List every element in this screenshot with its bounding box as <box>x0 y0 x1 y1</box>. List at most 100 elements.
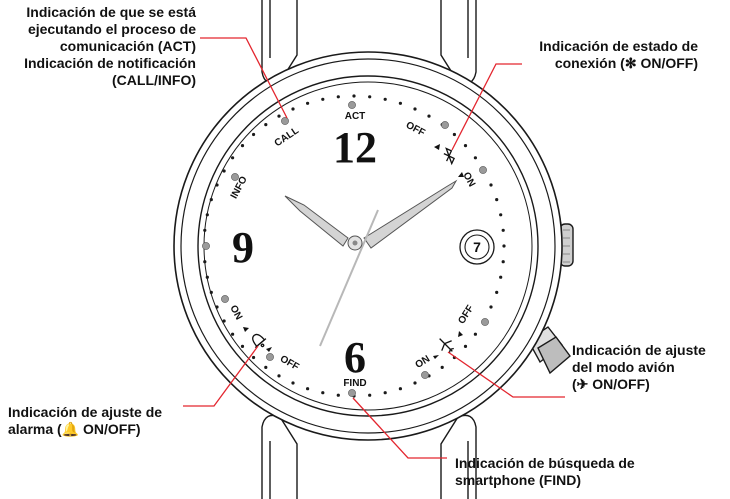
callout-connection: Indicación de estado de conexión (✻ ON/O… <box>500 38 698 72</box>
minute-dot <box>222 319 226 323</box>
indicator-dot-bt-on <box>479 166 487 174</box>
minute-dot <box>291 381 295 385</box>
minute-dot <box>306 101 310 105</box>
minute-dot <box>215 305 219 309</box>
minute-dot <box>336 393 340 397</box>
indicator-dot-find <box>348 389 356 397</box>
minute-dot <box>203 228 207 232</box>
minute-dot <box>209 198 213 202</box>
indicator-dot-info <box>231 173 239 181</box>
leader-lines <box>183 37 565 459</box>
minute-dot <box>368 393 372 397</box>
minute-dot <box>473 156 477 160</box>
indicator-dot-alarm-off <box>266 353 274 361</box>
minute-dot <box>291 107 295 111</box>
minute-dot <box>222 169 226 173</box>
minute-dot <box>473 332 477 336</box>
minute-dot <box>306 387 310 391</box>
watch-case <box>173 51 563 441</box>
minute-dot <box>398 101 402 105</box>
minute-dot <box>501 260 505 264</box>
callout-find: Indicación de búsqueda de smartphone (FI… <box>455 455 655 489</box>
indicator-dot-alarm-on <box>221 295 229 303</box>
minute-dot <box>463 344 468 348</box>
callout-airplane-line3: (✈ ON/OFF) <box>572 376 650 392</box>
minute-dot <box>215 183 219 187</box>
watch-lugs <box>261 0 477 499</box>
minute-dot <box>321 97 325 101</box>
minute-dot <box>413 107 417 111</box>
callout-airplane-line1: Indicación de ajuste <box>572 342 706 358</box>
indicator-dots <box>202 101 489 397</box>
minute-dot <box>352 94 356 98</box>
minute-dot <box>495 290 499 294</box>
callout-act-call-line3: comunicación (ACT) <box>59 38 196 54</box>
bluetooth-icon <box>443 147 455 166</box>
indicator-dot-bt-off <box>441 121 449 129</box>
minute-dot <box>495 198 499 202</box>
minute-dot <box>383 97 387 101</box>
leader-line-connection <box>451 63 522 151</box>
indicator-dot-air-on <box>421 371 429 379</box>
indicator-dot-9 <box>202 242 210 250</box>
callout-act-call-line5: (CALL/INFO) <box>112 72 196 88</box>
callout-alarm-line2: alarma (🔔 ON/OFF) <box>8 421 141 437</box>
minute-dot <box>205 213 209 217</box>
callout-act-call-line4: Indicación de notificación <box>24 55 196 71</box>
minute-dot <box>252 132 256 137</box>
minute-dot <box>240 144 245 148</box>
minute-dot <box>499 275 503 279</box>
leader-line-airplane <box>447 351 565 398</box>
numeral-6: 6 <box>344 333 366 382</box>
minute-dot <box>489 305 493 309</box>
callout-act-call: Indicación de que se está ejecutando el … <box>6 4 196 89</box>
bell-icon <box>252 333 267 349</box>
minute-dot-ring <box>202 94 506 398</box>
minute-dot <box>277 114 281 118</box>
label-find: FIND <box>343 378 366 389</box>
numeral-12: 12 <box>333 123 377 172</box>
callout-find-line1: Indicación de búsqueda de <box>455 455 635 471</box>
hour-hand <box>284 195 349 247</box>
minute-dot <box>502 244 506 248</box>
minute-dot <box>203 260 207 264</box>
watch-hands <box>284 179 458 347</box>
numeral-9: 9 <box>232 223 254 272</box>
indicator-dot-call <box>281 117 289 125</box>
label-act: ACT <box>345 111 366 122</box>
minute-hand <box>363 179 458 249</box>
callout-airplane: Indicación de ajuste del modo avión (✈ O… <box>572 342 727 393</box>
callout-airplane-line2: del modo avión <box>572 359 675 375</box>
callout-connection-line1: Indicación de estado de <box>539 38 698 54</box>
minute-dot <box>368 95 372 99</box>
minute-dot <box>489 183 493 187</box>
minute-dot <box>209 290 213 294</box>
indicator-dot-air-off <box>481 318 489 326</box>
minute-dot <box>336 95 340 99</box>
minute-dot <box>440 365 444 369</box>
minute-dot <box>277 374 281 378</box>
minute-dot <box>383 391 387 395</box>
minute-dot <box>321 391 325 395</box>
minute-dot <box>398 387 402 391</box>
leader-line-find <box>352 397 447 459</box>
minute-dot <box>427 114 431 118</box>
minute-dot <box>240 344 245 348</box>
minute-dot <box>252 355 256 360</box>
minute-dot <box>231 156 235 160</box>
date-window: 7 <box>459 229 495 265</box>
second-hand <box>319 209 379 347</box>
date-number: 7 <box>473 239 481 255</box>
indicator-arrows <box>243 144 464 359</box>
callout-act-call-line1: Indicación de que se está <box>26 4 196 20</box>
leader-line-alarm <box>183 345 259 407</box>
minute-dot <box>501 228 505 232</box>
minute-dot <box>264 365 268 369</box>
leader-line-act-call <box>200 37 288 119</box>
airplane-icon <box>439 338 454 353</box>
callout-connection-line2: conexión (✻ ON/OFF) <box>554 55 698 71</box>
callout-act-call-line2: ejecutando el proceso de <box>27 21 196 37</box>
callout-find-line2: smartphone (FIND) <box>455 472 581 488</box>
minute-dot <box>499 213 503 217</box>
